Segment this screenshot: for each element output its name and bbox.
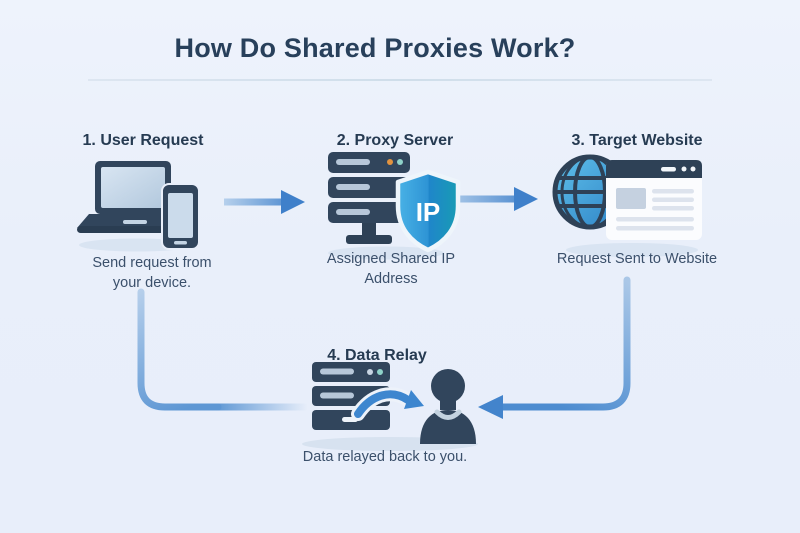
title-divider: [88, 79, 712, 81]
shield-ip-text: IP: [416, 197, 441, 227]
laptop-phone-icon: [77, 161, 200, 252]
user-silhouette-icon: [420, 369, 476, 444]
step4-label: 4. Data Relay: [327, 347, 427, 364]
ip-shield-icon: IP: [395, 169, 461, 253]
server-to-user-icon: [302, 362, 478, 451]
step3-caption: Request Sent to Website: [556, 251, 718, 267]
page-title: How Do Shared Proxies Work?: [174, 33, 576, 63]
relay-server-icon: [312, 362, 390, 430]
step3-label: 3. Target Website: [571, 132, 703, 149]
step2-caption: Assigned Shared IP Address: [326, 251, 456, 287]
server-ip-shield-icon: IP: [328, 152, 461, 260]
relay-arrow-icon: [351, 387, 424, 421]
browser-window-icon: [606, 160, 702, 240]
globe-browser-icon: [552, 154, 702, 257]
step1-label: 1. User Request: [82, 132, 204, 149]
server-stack: [328, 152, 410, 244]
step4-caption: Data relayed back to you.: [302, 449, 468, 465]
arrow-step1-to-step2: [224, 190, 305, 214]
line-step1-down-to-step4: [137, 288, 308, 411]
step1-caption: Send request from your device.: [92, 255, 212, 291]
step2-label: 2. Proxy Server: [336, 132, 454, 149]
arrow-step3-down-to-step4: [478, 276, 631, 419]
